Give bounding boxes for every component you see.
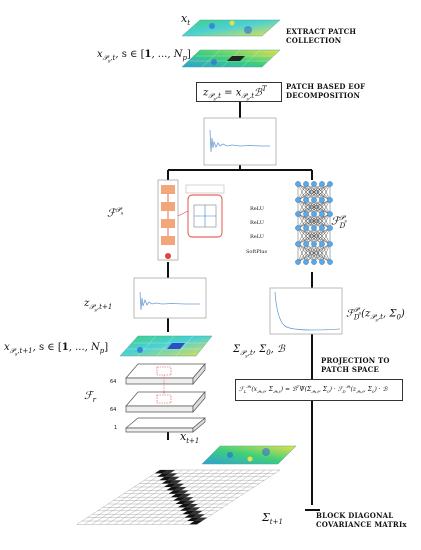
caption-covariance: BLOCK DIAGONAL COVARIANCE MATRIx	[316, 511, 407, 529]
spectrum-plot-icon	[133, 277, 207, 319]
network-node	[327, 181, 333, 187]
flow-lines	[167, 95, 320, 511]
stack-size-1: 64	[110, 379, 117, 385]
network-node	[303, 241, 309, 247]
caption-covariance-line2: COVARIANCE MATRIx	[316, 520, 407, 529]
label-fd-ps: ℱD𝒫s	[331, 214, 347, 230]
caption-projection: PROJECTION TO PATCH SPACE	[321, 356, 390, 374]
stack-size-3: 1	[114, 425, 118, 431]
label-z-next: z𝒫s,t+1	[84, 298, 113, 314]
network-node	[319, 197, 325, 203]
caption-extract: EXTRACT PATCH COLLECTION	[286, 27, 356, 45]
label-f-ps: ℱ𝒫s	[107, 206, 124, 220]
network-node	[311, 211, 317, 217]
label-sigma-ps: Σ𝒫s,t, Σ0, ℬ	[233, 344, 285, 360]
caption-eof: PATCH BASED EOF DECOMPOSITION	[286, 82, 365, 100]
network-node	[295, 211, 301, 217]
network-node	[327, 197, 333, 203]
caption-extract-line1: EXTRACT PATCH	[286, 27, 357, 36]
network-node	[303, 259, 309, 265]
label-f-r: ℱr	[84, 389, 97, 405]
network-node	[319, 211, 325, 217]
stack-size-2: 64	[110, 407, 117, 413]
network-node	[295, 225, 301, 231]
network-node	[295, 241, 301, 247]
field-map-icon	[201, 445, 297, 465]
dense-network-icon	[295, 181, 333, 265]
label-fd-equation: ℱD𝒫s(z𝒫s,t, Σ0)	[346, 306, 405, 324]
caption-eof-line1: PATCH BASED EOF	[286, 82, 366, 91]
caption-eof-line2: DECOMPOSITION	[286, 91, 361, 100]
network-node	[327, 241, 333, 247]
layer-label-1: ReLU	[250, 206, 264, 212]
network-node	[311, 225, 317, 231]
layer-label-3: ReLU	[250, 234, 264, 240]
network-node	[303, 181, 309, 187]
network-node	[295, 181, 301, 187]
network-node	[327, 211, 333, 217]
caption-covariance-line1: BLOCK DIAGONAL	[316, 511, 394, 520]
caption-projection-line2: PATCH SPACE	[321, 365, 379, 374]
network-node	[319, 259, 325, 265]
caption-projection-line1: PROJECTION TO	[321, 356, 390, 365]
network-node	[327, 259, 333, 265]
caption-extract-line2: COLLECTION	[286, 36, 342, 45]
network-node	[303, 225, 309, 231]
label-x-t: xt	[181, 12, 191, 28]
field-map-icon	[181, 19, 281, 37]
lstm-cell-icon	[157, 179, 225, 261]
projection-equation-box: ℱL𝒫s(x𝒫s,t, Σ𝒫s,t) = ℬTΨ(Σ𝒫s,t, Σ0) · ℱD…	[235, 379, 403, 401]
label-sigma-next: Σt+1	[262, 511, 283, 527]
label-x-patch: x𝒫s,t, s ∈ [1, ..., Np]	[97, 49, 191, 65]
field-map-icon	[119, 335, 213, 357]
network-node	[327, 225, 333, 231]
label-x-patch-next: x𝒫s,t+1, s ∈ [1, ..., Np]	[4, 342, 109, 358]
network-node	[319, 181, 325, 187]
network-node	[303, 197, 309, 203]
label-x-next: xt+1	[180, 430, 200, 446]
network-node	[295, 197, 301, 203]
network-node	[311, 181, 317, 187]
field-map-icon	[181, 49, 281, 68]
spectrum-plot-icon	[203, 117, 277, 166]
spectrum-plot-icon	[269, 287, 343, 335]
conv-stack-icon	[125, 363, 206, 433]
network-node	[311, 241, 317, 247]
network-node	[319, 225, 325, 231]
label-eof-equation: z𝒫s,t = x𝒫s,tℬT	[203, 85, 267, 103]
eof-equation-box: z𝒫s,t = x𝒫s,tℬT	[196, 82, 282, 103]
network-node	[319, 241, 325, 247]
layer-label-4: SoftPlus	[246, 249, 268, 255]
label-fl-equation: ℱL𝒫s(x𝒫s,t, Σ𝒫s,t) = ℬTΨ(Σ𝒫s,t, Σ0) · ℱD…	[239, 384, 388, 395]
network-node	[295, 259, 301, 265]
network-node	[311, 259, 317, 265]
network-node	[303, 211, 309, 217]
network-node	[311, 197, 317, 203]
layer-label-2: ReLU	[250, 220, 264, 226]
covariance-matrix-icon	[76, 469, 281, 525]
